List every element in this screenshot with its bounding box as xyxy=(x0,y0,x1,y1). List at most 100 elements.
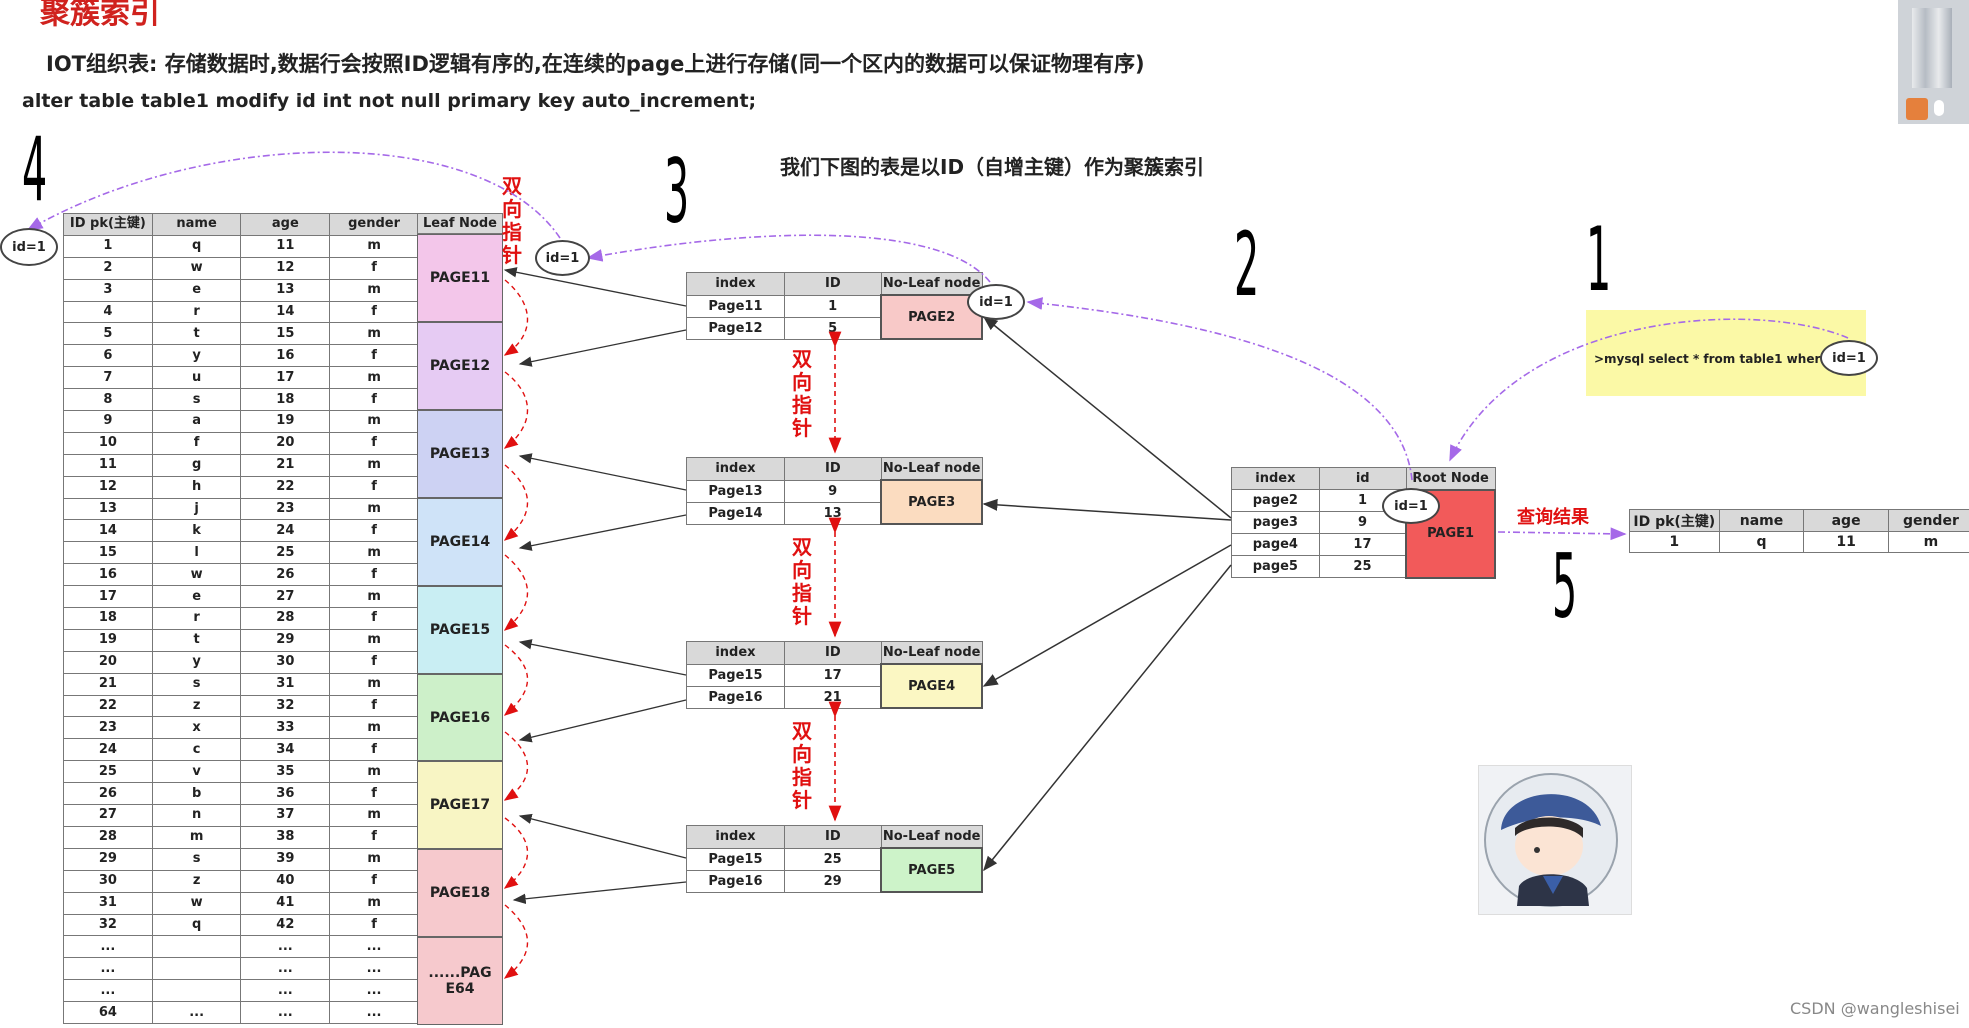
table-cell: 36 xyxy=(240,782,331,806)
page-title: 聚簇索引 xyxy=(40,0,160,31)
table-cell: 32 xyxy=(63,913,153,937)
sticky-query-text: >mysql select * from table1 where xyxy=(1594,352,1829,366)
webcam-video xyxy=(1912,8,1952,88)
step-number-3: 3 xyxy=(664,140,690,243)
leaf-pointer xyxy=(503,464,529,541)
table-cell: y xyxy=(151,344,242,368)
table-cell: e xyxy=(151,278,242,302)
nonleaf-cell: 17 xyxy=(783,663,882,687)
nonleaf-header: ID xyxy=(783,272,882,296)
nonleaf-page-label: PAGE4 xyxy=(908,678,956,694)
arrow-page3-to-page13 xyxy=(518,453,687,491)
arrow-root-to-page4 xyxy=(982,544,1232,687)
nonleaf-cell: Page11 xyxy=(686,294,785,318)
leaf-pointer xyxy=(503,904,529,979)
table-cell: 16 xyxy=(240,344,331,368)
id-oval-root: id=1 xyxy=(1382,488,1440,524)
microphone-icon xyxy=(1934,100,1944,116)
table-cell: m xyxy=(329,322,419,346)
nonleaf-page-label: PAGE2 xyxy=(908,309,956,325)
leaf-pointer xyxy=(503,817,529,889)
double-pointer-char: 双 xyxy=(792,347,812,371)
table-cell: f xyxy=(329,344,419,368)
table-cell: 28 xyxy=(240,607,331,630)
double-pointer-label-2: 双 向 指 针 xyxy=(791,536,813,628)
double-pointer-char: 指 xyxy=(792,393,812,417)
double-pointer-char: 双 xyxy=(792,719,812,743)
leaf-pointer xyxy=(503,644,529,716)
table-cell: 27 xyxy=(63,804,153,827)
table-cell: ... xyxy=(240,957,331,981)
root-cell: page5 xyxy=(1231,555,1320,578)
arrow-page5-to-page18 xyxy=(512,881,687,904)
table-cell: 39 xyxy=(240,847,331,871)
table-row: ......... xyxy=(63,935,419,959)
double-pointer-char: 向 xyxy=(792,558,812,582)
double-pointer-char: 双 xyxy=(792,535,812,559)
table-cell: q xyxy=(151,234,242,258)
subtitle: IOT组织表: 存储数据时,数据行会按照ID逻辑有序的,在连续的page上进行存… xyxy=(46,52,1145,76)
nonleaf-cell: Page16 xyxy=(686,685,785,709)
table-cell: f xyxy=(329,431,419,455)
step-number-2: 2 xyxy=(1234,213,1260,316)
table-cell: 29 xyxy=(240,628,331,652)
table-cell: f xyxy=(151,431,242,455)
root-header-node: Root Node xyxy=(1405,467,1496,490)
double-pointer-label-3: 双 向 指 针 xyxy=(791,720,813,812)
result-header-age: age xyxy=(1803,509,1889,532)
nonleaf-cell: Page14 xyxy=(686,501,785,525)
webcam-thumbnail xyxy=(1898,0,1969,124)
nonleaf-header: ID xyxy=(783,457,882,481)
id-oval-leaf: id=1 xyxy=(0,228,58,266)
table-cell: r xyxy=(151,300,242,324)
search-path-4 xyxy=(26,151,561,239)
column-header-id: ID pk(主键) xyxy=(63,213,153,236)
leaf-page-label: PAGE11 xyxy=(429,269,491,286)
table-cell: 18 xyxy=(240,388,331,412)
nonleaf-header: ID xyxy=(783,641,882,665)
step-number-1: 1 xyxy=(1586,208,1612,311)
table-cell: 14 xyxy=(240,300,331,324)
query-result-table: ID pk(主键) name age gender 1 q 11 m xyxy=(1629,509,1969,553)
user-icon xyxy=(1906,98,1928,120)
table-cell: m xyxy=(329,541,419,565)
table-cell: 12 xyxy=(63,475,153,499)
table-cell: t xyxy=(151,322,242,346)
table-cell: g xyxy=(151,453,242,477)
leaf-pointer xyxy=(503,731,529,801)
leaf-pointer xyxy=(503,371,529,449)
table-cell: 6 xyxy=(63,344,153,368)
leaf-pointer xyxy=(503,279,529,356)
nonleaf-page-cell: PAGE2 xyxy=(880,294,983,340)
arrow-root-to-page3 xyxy=(982,498,1232,521)
leaf-page-9: ......PAGE64 xyxy=(417,937,503,1026)
arrow-page4-to-page15 xyxy=(518,639,687,676)
nonleaf-page-label: PAGE3 xyxy=(908,494,956,510)
table-cell: 64 xyxy=(63,1001,153,1024)
search-path-result xyxy=(1497,527,1627,541)
table-cell: 22 xyxy=(240,475,331,499)
nonleaf-page-label: PAGE5 xyxy=(908,862,956,878)
arrow-root-to-page2 xyxy=(982,316,1232,519)
leaf-page-label: PAGE12 xyxy=(429,357,491,374)
table-cell: m xyxy=(329,410,419,433)
arrow-page2-to-page11 xyxy=(503,267,687,307)
table-cell: ... xyxy=(240,1001,331,1024)
